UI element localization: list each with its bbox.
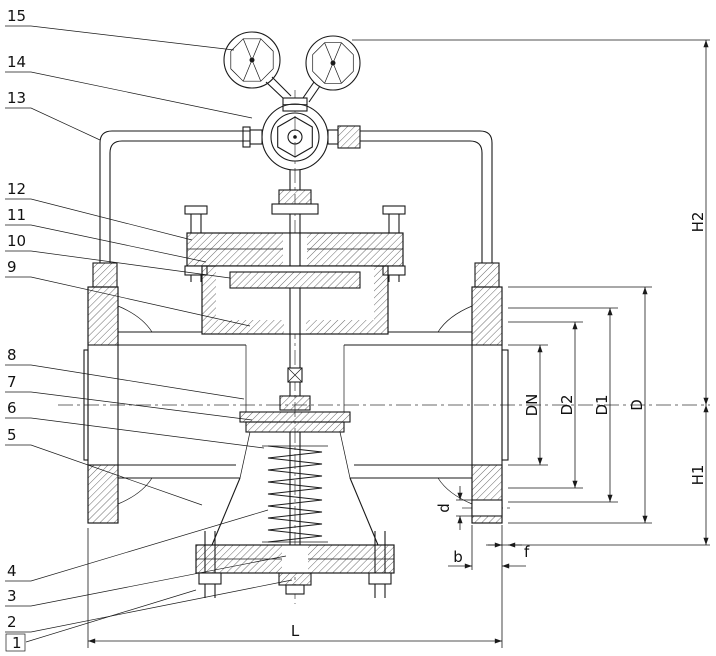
callout-label-9: 9 [7,258,17,276]
dim-label-dn: DN [523,394,541,417]
leader-line [5,107,101,141]
callout-10: 10 [5,232,231,279]
pressure-gauge-left [223,31,292,101]
pressure-gauge-right [302,35,361,103]
leader-line [5,224,207,263]
callout-label-10: 10 [7,232,26,250]
bolt-hole [471,499,503,517]
leader-line [5,276,251,327]
leader-line [5,391,253,421]
bottom-cover [195,531,395,598]
dim-label-d: D [628,399,646,411]
leader-line [5,198,193,241]
callout-label-2: 2 [7,613,17,631]
actuator-top-flange [184,205,406,282]
callout-3: 3 [5,555,287,607]
leader-line [5,444,203,506]
spring [262,445,328,543]
callout-11: 11 [5,206,207,263]
leader-line [5,250,231,279]
flange-left [83,286,119,524]
callout-label-12: 12 [7,180,26,198]
callout-label-4: 4 [7,562,17,580]
leader-line [5,417,265,449]
callout-label-6: 6 [7,399,17,417]
pilot-coupling [337,125,361,149]
pilot-nipple-left [249,129,263,145]
callouts: 15 14 13 12 11 10 9 8 [5,7,293,652]
callout-label-7: 7 [7,373,17,391]
dim-label-l: L [291,622,300,640]
gland-disc-upper [239,411,351,423]
callout-2: 2 [5,579,293,633]
bottom-plug [278,572,312,586]
piston [229,271,361,289]
raised-face-left [83,349,89,461]
leader-line [5,579,293,633]
callout-label-5: 5 [7,426,17,444]
sensing-pipe-right [360,130,500,288]
dim-label-d1: D1 [593,394,611,415]
leader-line [5,555,287,607]
gland-assembly [239,395,351,433]
cover-bolt-left [198,531,222,598]
dim-label-b: b [453,548,463,566]
callout-6: 6 [5,399,265,449]
flange-bolt-left [184,205,208,282]
dim-label-h1: H1 [689,465,707,486]
leader-line [25,589,197,643]
callout-15: 15 [5,7,235,51]
leader-line [5,364,245,400]
callout-14: 14 [5,53,253,119]
callout-5: 5 [5,426,203,506]
cover-bolt-right [368,531,392,598]
callout-label-11: 11 [7,206,26,224]
pilot-stem-assembly [271,170,319,233]
callout-7: 7 [5,373,253,421]
valve-body [88,305,502,546]
callout-8: 8 [5,346,245,400]
gland-nut [279,395,311,411]
callout-9: 9 [5,258,251,327]
dim-label-f: f [524,543,530,561]
gland-disc-lower [245,421,345,433]
dim-label-d-hole: d [435,503,453,513]
callout-label-8: 8 [7,346,17,364]
leader-line [5,71,253,119]
pipe-fitting-right [474,262,500,288]
dim-label-d2: D2 [558,394,576,415]
callout-label-14: 14 [7,53,26,71]
callout-label-13: 13 [7,89,26,107]
diaphragm-chamber [201,265,389,335]
dim-label-h2: H2 [689,212,707,233]
leader-line [5,509,269,582]
callout-12: 12 [5,180,193,241]
callout-1-box [5,633,26,652]
dimensions: H2 H1 DN D2 D1 D d L b f [87,39,710,648]
callout-1: 1 [5,589,197,652]
raised-face-right [501,349,509,461]
pipe-fitting-left [92,262,118,288]
pilot-nipple-right [327,129,339,145]
flange-right [471,286,509,524]
callout-label-1: 1 [12,634,22,652]
pilot-regulator [242,103,361,171]
callout-4: 4 [5,509,269,582]
callout-label-3: 3 [7,587,17,605]
callout-13: 13 [5,89,101,141]
sensing-pipe-left [92,130,250,288]
callout-label-15: 15 [7,7,26,25]
leader-line [5,25,235,51]
